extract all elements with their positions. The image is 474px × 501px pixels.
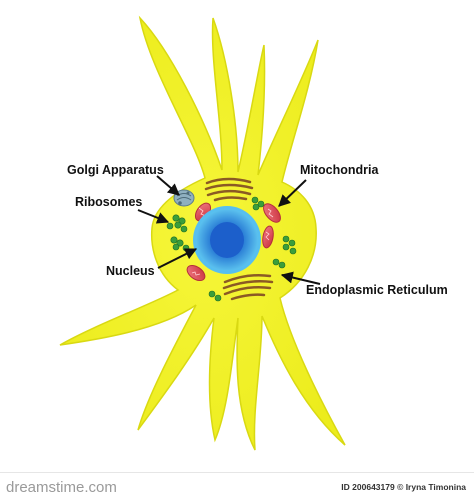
mitochondria-arrow — [278, 179, 307, 207]
dreamstime-logo[interactable]: dreamstime.com — [6, 479, 117, 496]
mitochondria — [186, 202, 281, 282]
golgi-apparatus-label: Golgi Apparatus — [67, 163, 164, 177]
endoplasmic-reticulum-bottom — [222, 274, 274, 301]
nucleus-arrow — [157, 248, 198, 269]
er-arrow — [280, 271, 321, 285]
footer-bar: dreamstime.com ID 200643179 © Iryna Timo… — [0, 472, 474, 501]
nucleus-label: Nucleus — [106, 264, 155, 278]
ribosomes — [166, 196, 297, 302]
golgi-arrow — [156, 175, 180, 196]
cell-diagram — [59, 15, 346, 451]
nucleus — [193, 206, 261, 274]
mitochondria-label: Mitochondria — [300, 163, 379, 177]
ribosomes-label: Ribosomes — [75, 195, 143, 209]
ribosomes-arrow — [137, 209, 170, 224]
endoplasmic-reticulum-top — [204, 177, 254, 202]
endoplasmic-reticulum-label: Endoplasmic Reticulum — [306, 283, 448, 297]
image-credit: ID 200643179 © Iryna Timonina — [341, 482, 466, 492]
